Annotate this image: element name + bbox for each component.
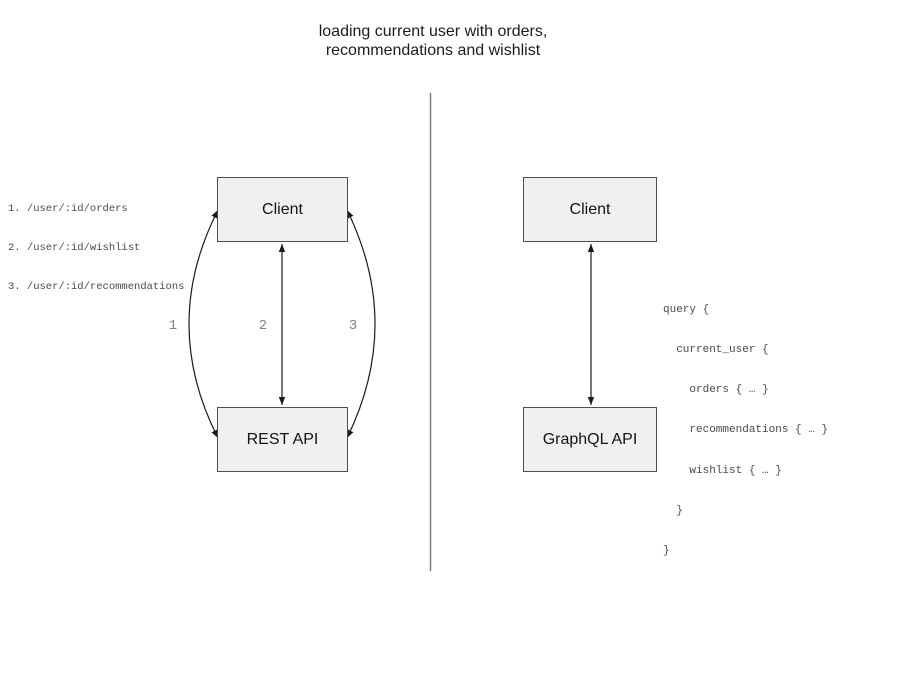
arrow-label-2: 2 bbox=[258, 318, 268, 334]
rest-client-label: Client bbox=[262, 200, 303, 218]
endpoint-recommendations: 3. /user/:id/recommendations bbox=[8, 281, 185, 293]
rest-client-box: Client bbox=[217, 177, 348, 242]
title-line-1: loading current user with orders, bbox=[318, 23, 548, 40]
graphql-client-box: Client bbox=[523, 177, 657, 242]
endpoint-wishlist: 2. /user/:id/wishlist bbox=[8, 242, 141, 254]
query-line: current_user { bbox=[663, 344, 769, 357]
graphql-api-box: GraphQL API bbox=[523, 407, 657, 472]
diagram-title: loading current user with orders, recomm… bbox=[133, 22, 733, 60]
rest-api-box: REST API bbox=[217, 407, 348, 472]
query-line: wishlist { … } bbox=[663, 464, 782, 477]
query-line: query { bbox=[663, 303, 710, 316]
graphql-client-label: Client bbox=[569, 200, 611, 218]
arrow-label-3: 3 bbox=[348, 318, 358, 334]
rest-arrow-1-curve bbox=[188, 209, 219, 439]
title-line-2: recommendations and wishlist bbox=[325, 42, 541, 59]
rest-endpoint-list: 1. /user/:id/orders 2. /user/:id/wishlis… bbox=[8, 177, 184, 320]
arrow-label-1: 1 bbox=[168, 318, 178, 334]
rest-arrow-3-curve bbox=[346, 209, 376, 439]
query-line: recommendations { … } bbox=[663, 424, 829, 437]
query-line: orders { … } bbox=[663, 384, 769, 397]
graphql-query-snippet: query { current_user { orders { … } reco… bbox=[663, 277, 828, 585]
endpoint-orders: 1. /user/:id/orders bbox=[8, 203, 128, 215]
query-line: } bbox=[663, 504, 683, 517]
query-line: } bbox=[663, 545, 670, 558]
graphql-api-label: GraphQL API bbox=[542, 430, 638, 448]
rest-api-label: REST API bbox=[246, 430, 319, 448]
